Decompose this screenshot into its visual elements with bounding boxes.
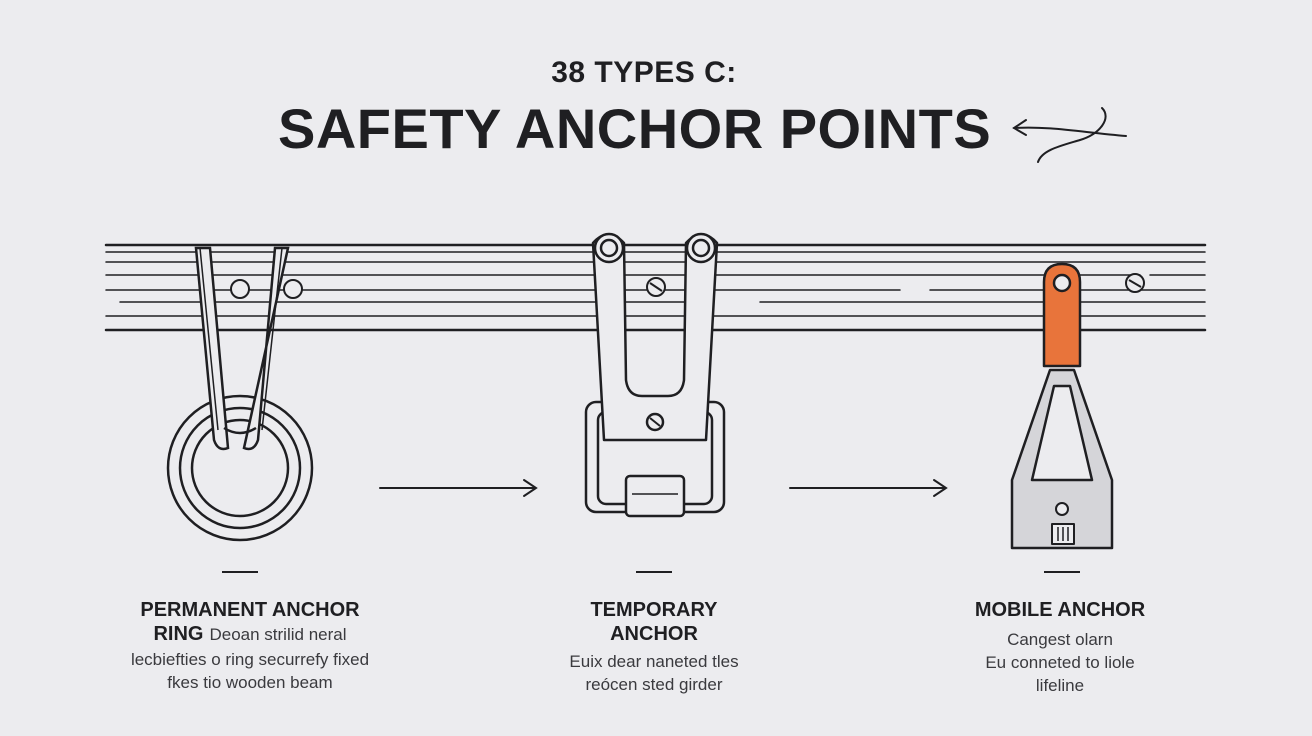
- caption-description: lecbiefties o ring securrefy fixed: [130, 650, 370, 669]
- caption-permanent-anchor: PERMANENT ANCHOR RING Deoan strilid neral…: [90, 598, 410, 694]
- caption-description: Deoan strilid neral: [209, 625, 347, 644]
- arrow-right-icon: [789, 479, 948, 497]
- page-title: SAFETY ANCHOR POINTS: [278, 97, 992, 160]
- caption-title: TEMPORARY: [590, 599, 718, 621]
- subtitle: 38 TYPES C:: [551, 56, 737, 89]
- caption-description: lifeline: [1035, 676, 1085, 695]
- curly-arrow-icon: [1012, 107, 1127, 163]
- caption-title: PERMANENT ANCHOR: [140, 599, 360, 621]
- caption-description: reócen sted girder: [585, 675, 723, 694]
- caption-temporary-anchor: TEMPORARY ANCHOR Euix dear naneted tles …: [514, 598, 794, 696]
- arrow-right-icon: [379, 479, 538, 497]
- caption-description: Cangest olarn: [1007, 630, 1113, 649]
- mobile-anchor-icon: [1010, 262, 1114, 550]
- caption-title: MOBILE ANCHOR: [974, 599, 1146, 621]
- anchor-ring-icon: [166, 246, 314, 542]
- caption-description: fkes tio wooden beam: [167, 673, 333, 692]
- caption-title: RING: [153, 623, 204, 645]
- caption-title: ANCHOR: [610, 623, 698, 645]
- caption-mobile-anchor: MOBILE ANCHOR Cangest olarn Eu conneted …: [920, 598, 1200, 697]
- caption-description: Eu conneted to liole: [985, 653, 1135, 672]
- beam-bolt-icon: [230, 273, 1145, 299]
- temporary-anchor-icon: [584, 232, 726, 518]
- caption-description: Euix dear naneted tles: [569, 652, 739, 671]
